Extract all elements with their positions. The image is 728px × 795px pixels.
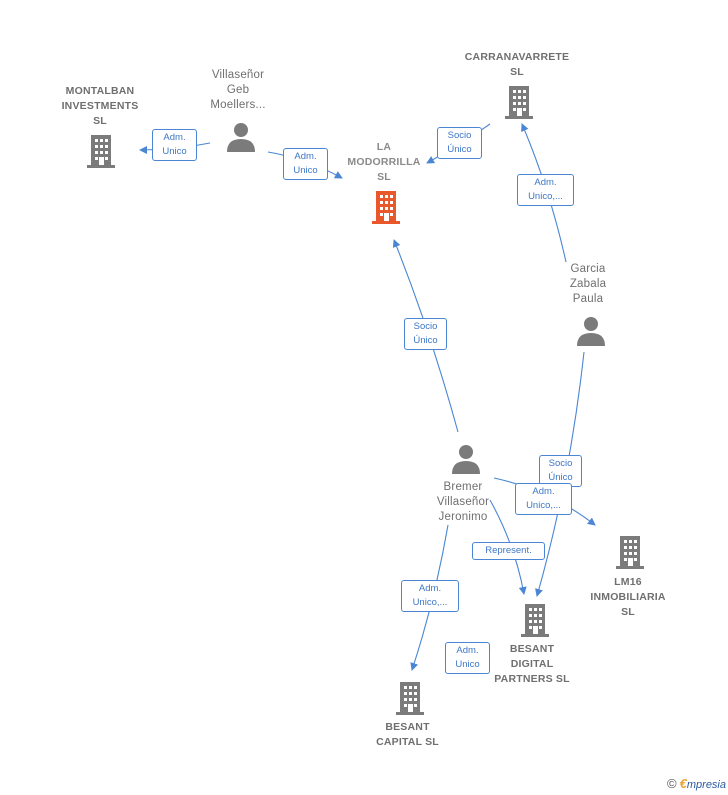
edge-label-bremer-to-modorrilla: Socio Único	[404, 318, 447, 350]
node-label-carranavarrete[interactable]: CARRANAVARRETE SL	[464, 51, 570, 78]
edge-label-garcia-to-besant-digital: Socio Único	[539, 455, 582, 487]
person-icon	[227, 123, 255, 152]
edge-label-bremer-to-besant-capital: Adm. Unico,...	[401, 580, 459, 612]
empresia-logo-icon: €	[679, 776, 687, 791]
node-label-villasenor-geb[interactable]: Villaseñor Geb Moellers...	[210, 69, 266, 111]
edge-label-digital-to-capital: Adm. Unico	[445, 642, 490, 674]
edge-label-carrana-to-modorrilla: Socio Único	[437, 127, 482, 159]
building-icon	[616, 536, 644, 569]
edge-label-bremer-to-besant-digital: Represent.	[472, 542, 545, 560]
building-icon	[372, 191, 400, 224]
edge-label-bremer-to-lm16: Adm. Unico,...	[515, 483, 572, 515]
node-label-besant-digital[interactable]: BESANT DIGITAL PARTNERS SL	[494, 643, 570, 685]
copyright-icon: ©	[667, 776, 677, 791]
node-label-bremer[interactable]: Bremer Villaseñor Jeronimo	[436, 481, 490, 523]
building-icon	[87, 135, 115, 168]
footer-brand[interactable]: ©€mpresia	[667, 776, 726, 791]
edge-label-geb-to-montalban: Adm. Unico	[152, 129, 197, 161]
person-icon	[452, 445, 480, 474]
node-label-besant-capital[interactable]: BESANT CAPITAL SL	[376, 721, 439, 748]
brand-name: mpresia	[686, 779, 726, 791]
node-label-la-modorrilla[interactable]: LA MODORRILLA SL	[347, 141, 421, 183]
edge-label-geb-to-modorrilla: Adm. Unico	[283, 148, 328, 180]
edge-label-garcia-to-carrana: Adm. Unico,...	[517, 174, 574, 206]
building-icon	[505, 86, 533, 119]
building-icon	[521, 604, 549, 637]
person-icon	[577, 317, 605, 346]
node-label-garcia-zabala[interactable]: Garcia Zabala Paula	[569, 263, 607, 305]
node-label-lm16[interactable]: LM16 INMOBILIARIA SL	[590, 576, 666, 618]
building-icon	[396, 682, 424, 715]
node-label-montalban[interactable]: MONTALBAN INVESTMENTS SL	[61, 85, 139, 127]
